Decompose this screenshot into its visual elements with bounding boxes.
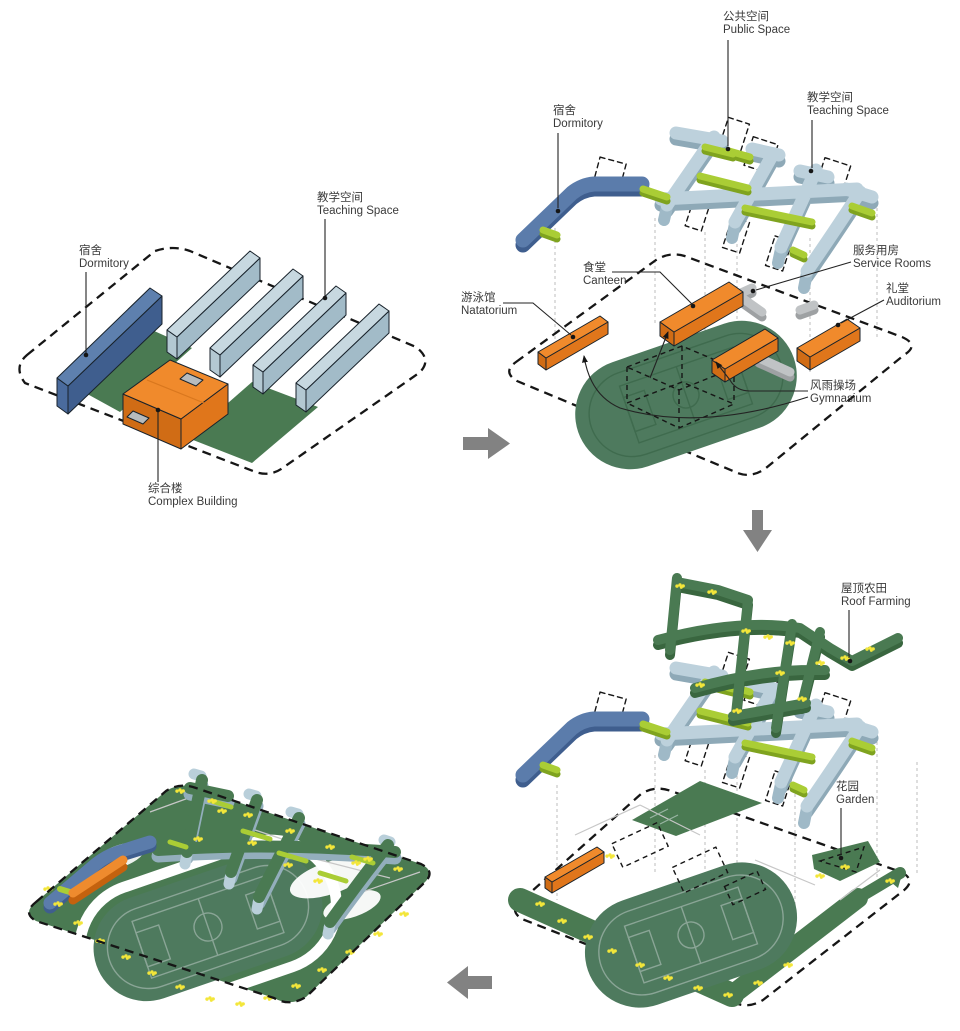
teaching-bars: [166, 250, 390, 413]
step2-label-service-rooms: 服务用房 Service Rooms: [750, 243, 931, 294]
step1-label-complex: 综合楼 Complex Building: [148, 407, 238, 508]
arrow-right-icon: [463, 428, 510, 459]
label-garden-en: Garden: [836, 794, 874, 806]
label-roof-farming-zh: 屋顶农田: [841, 581, 887, 595]
step1-label-teaching: 教学空间 Teaching Space: [317, 190, 399, 301]
label-canteen-zh: 食堂: [583, 260, 606, 274]
label-public-zh: 公共空间: [723, 9, 769, 23]
step2-label-public-space: 公共空间 Public Space: [723, 9, 790, 152]
ground-green-areas: [80, 330, 318, 463]
label-complex-zh: 综合楼: [148, 481, 183, 495]
label-garden-zh: 花园: [836, 780, 859, 793]
label-service-zh: 服务用房: [853, 243, 899, 257]
step3-label-roof-farming: 屋顶农田 Roof Farming: [841, 581, 911, 664]
label-canteen-en: Canteen: [583, 275, 626, 287]
step3-panel: 屋顶农田 Roof Farming 花园 Garden: [508, 573, 918, 1008]
relocation-arrows: [582, 331, 809, 419]
label-teaching-zh: 教学空间: [317, 190, 363, 204]
site-roads: [149, 791, 421, 899]
dashed-footprints: [610, 821, 866, 906]
natatorium-box: [537, 315, 609, 371]
green-roof-cluster: [151, 768, 402, 940]
label-dormitory-zh: 宿舍: [553, 103, 576, 117]
label-dormitory-en: Dormitory: [553, 118, 603, 130]
step2-label-natatorium: 游泳馆 Natatorium: [461, 290, 576, 340]
label-teaching-en: Teaching Space: [317, 205, 399, 217]
athletic-field: [584, 862, 798, 1008]
step2-label-canteen: 食堂 Canteen: [583, 260, 696, 309]
step2-label-teaching: 教学空间 Teaching Space: [807, 90, 889, 174]
site-boundary: [513, 787, 911, 1007]
step3-label-garden: 花园 Garden: [836, 780, 874, 861]
step4-panel: [27, 768, 431, 1020]
label-natatorium-en: Natatorium: [461, 305, 517, 317]
building-cluster-step2: [523, 117, 872, 288]
canteen-box: [659, 281, 744, 347]
label-dormitory-zh: 宿舍: [79, 243, 102, 257]
gymnasium-box: [711, 328, 779, 383]
dormitory-bar: [56, 287, 163, 415]
label-roof-farming-en: Roof Farming: [841, 596, 911, 608]
arrow-down-icon: [743, 510, 772, 552]
site-boundary: [508, 253, 913, 476]
label-service-en: Service Rooms: [853, 258, 931, 270]
step2-label-gymnasium: 风雨操场 Gymnasium: [810, 378, 871, 405]
site-boundary: [18, 246, 427, 475]
step2-panel: 公共空间 Public Space 教学空间 Teaching Space 宿舍…: [461, 9, 941, 476]
label-auditorium-en: Auditorium: [886, 296, 941, 308]
site-boundary: [27, 784, 431, 1004]
gymnasium-dashed-box: [625, 345, 736, 429]
auditorium-box: [796, 318, 861, 371]
label-gymnasium-en: Gymnasium: [810, 393, 871, 405]
arrow-left-icon: [447, 966, 492, 999]
natatorium-box: [544, 846, 605, 894]
site-roads: [559, 804, 881, 901]
label-gymnasium-zh: 风雨操场: [810, 378, 856, 392]
label-teaching-zh: 教学空间: [807, 90, 853, 104]
step1-label-dormitory: 宿舍 Dormitory: [79, 243, 129, 358]
step2-label-dormitory: 宿舍 Dormitory: [553, 103, 603, 214]
label-auditorium-zh: 礼堂: [886, 281, 909, 295]
label-natatorium-zh: 游泳馆: [461, 290, 496, 304]
complex-building: [122, 359, 229, 450]
natatorium-bar: [68, 855, 128, 905]
label-complex-en: Complex Building: [148, 496, 238, 508]
flow-arrows: [447, 428, 772, 999]
step1-panel: 宿舍 Dormitory 教学空间 Teaching Space 综合楼 Com…: [18, 190, 427, 508]
label-public-en: Public Space: [723, 24, 790, 36]
label-dormitory-en: Dormitory: [79, 258, 129, 270]
step2-label-auditorium: 礼堂 Auditorium: [835, 281, 941, 328]
label-teaching-en: Teaching Space: [807, 105, 889, 117]
